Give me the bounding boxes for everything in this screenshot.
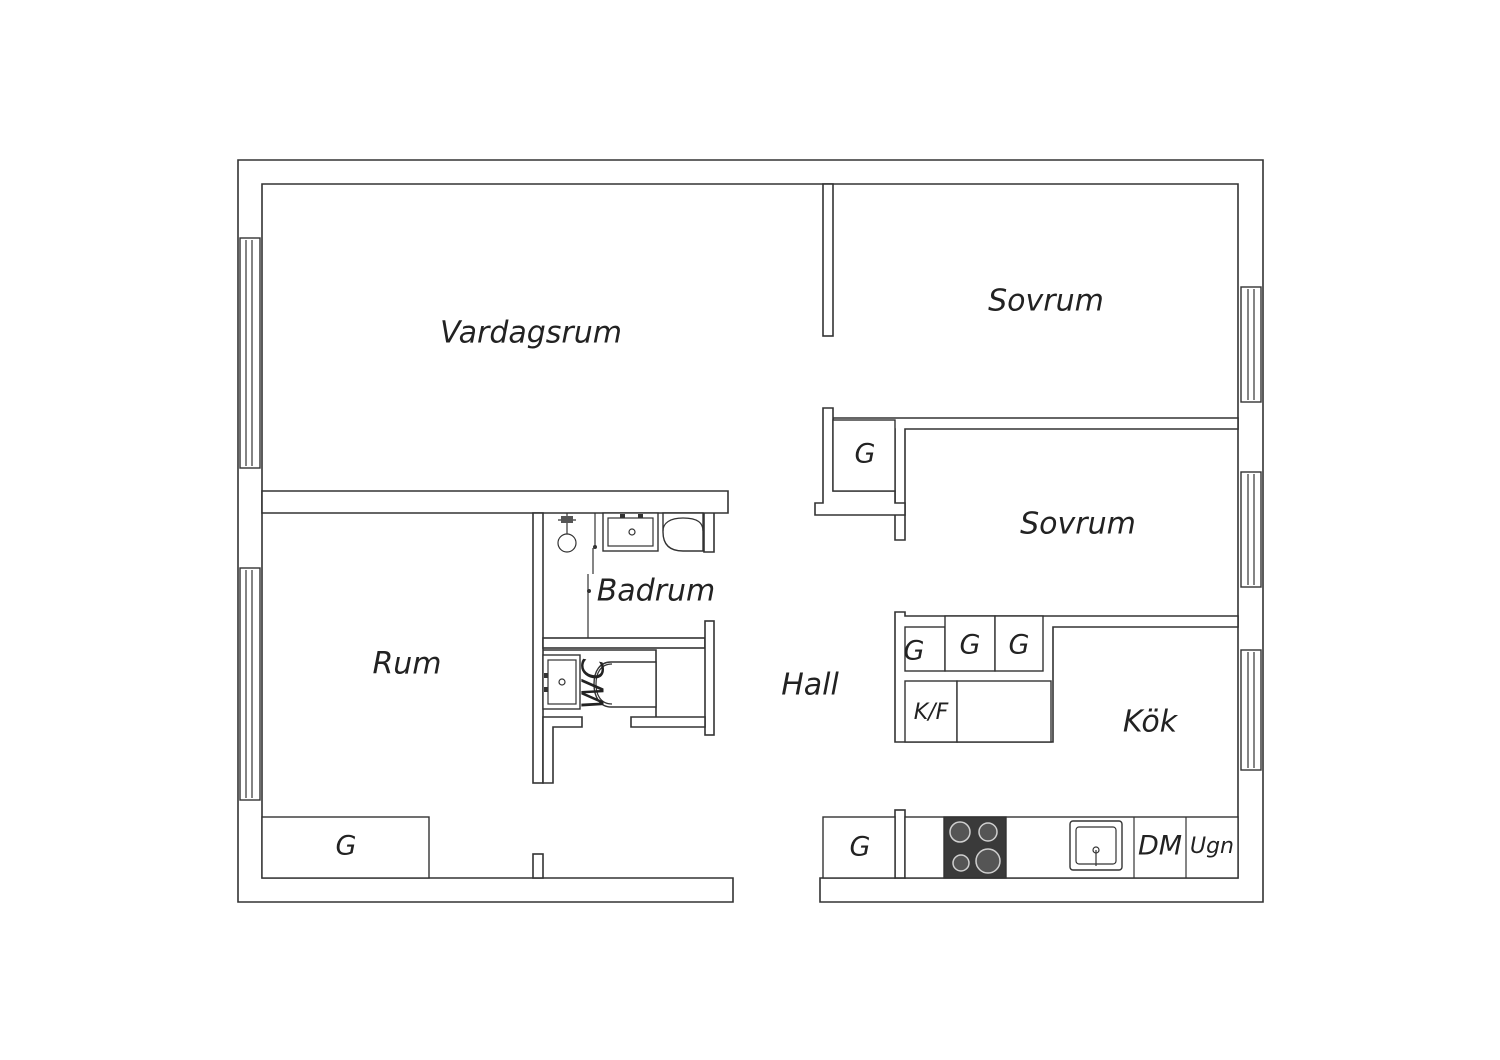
fridge-freezer xyxy=(904,680,958,743)
room-label-kok: Kök xyxy=(1123,705,1179,740)
closet-rum xyxy=(261,816,430,879)
closet-label: G xyxy=(850,832,871,863)
closet-label: G xyxy=(1009,630,1030,661)
shower-drain xyxy=(557,533,577,553)
closet-label: G xyxy=(904,636,925,667)
room-label-wc: WC xyxy=(577,659,612,710)
closet-hall-bottom xyxy=(822,816,896,879)
bathroom-fixtures xyxy=(542,512,704,710)
bathroom-toilet xyxy=(662,512,704,552)
window-left-lower xyxy=(239,567,261,801)
window-right-middle xyxy=(1240,471,1262,588)
kitchen-counter-upper xyxy=(956,680,1052,743)
closet-hall-top xyxy=(832,419,896,492)
window-left-upper xyxy=(239,237,261,469)
outer-walls xyxy=(237,159,1264,903)
room-label-vardagsrum: Vardagsrum xyxy=(440,316,622,351)
kitchen-sink xyxy=(1069,820,1123,871)
fridge-freezer-label: K/F xyxy=(914,700,949,725)
closet-kitchen-3 xyxy=(994,615,1044,672)
room-labels: Vardagsrum Sovrum Sovrum Badrum Rum Hall… xyxy=(372,284,1178,740)
closet-label: G xyxy=(960,630,981,661)
closet-label: G xyxy=(855,439,876,470)
oven-label: Ugn xyxy=(1190,834,1234,859)
wc-sink xyxy=(542,654,581,710)
closet-kitchen-2 xyxy=(944,615,996,672)
closet-kitchen-1 xyxy=(904,626,946,672)
room-label-hall: Hall xyxy=(781,668,839,703)
bathroom-sink xyxy=(602,512,659,552)
window-right-lower xyxy=(1240,649,1262,771)
fixtures: G G G G K/F G G DM Ugn xyxy=(261,419,1239,879)
room-label-sovrum-middle: Sovrum xyxy=(1020,507,1136,542)
room-label-sovrum-top: Sovrum xyxy=(988,284,1104,319)
wc-toilet xyxy=(593,661,657,708)
dishwasher-label: DM xyxy=(1138,831,1182,862)
windows xyxy=(239,237,1262,801)
window-right-top xyxy=(1240,286,1262,403)
stove-burners xyxy=(949,821,1001,874)
room-label-rum: Rum xyxy=(372,647,441,682)
closet-label: G xyxy=(336,831,357,862)
room-label-badrum: Badrum xyxy=(597,574,716,609)
